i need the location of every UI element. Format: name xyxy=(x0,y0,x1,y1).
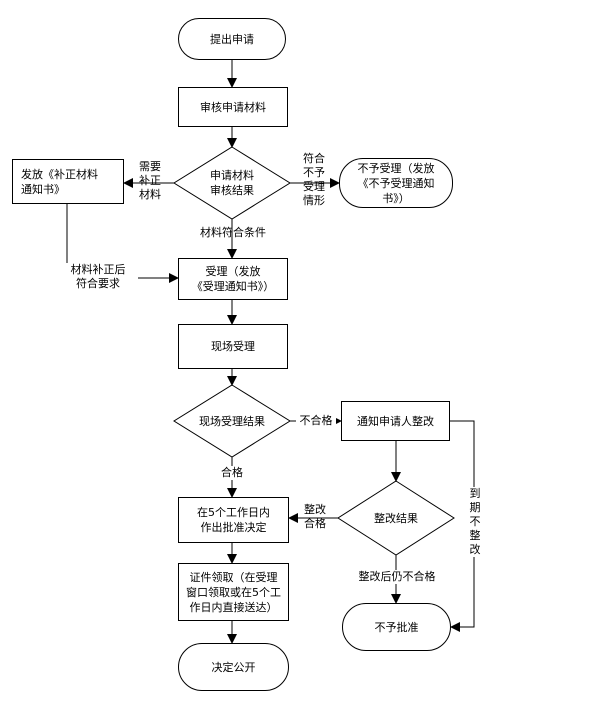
expired-edge-label: 到 期 不 整 改 xyxy=(467,487,483,557)
onsite-acceptance-box: 现场受理 xyxy=(178,324,288,369)
not-approve-label: 不予批准 xyxy=(374,620,419,634)
review-decision-label: 申请材料 审核结果 xyxy=(210,169,254,197)
supplement-notice-label: 发放《补正材料 通知书》 xyxy=(21,167,98,196)
approval-decision-box: 在5个工作日内 作出批准决定 xyxy=(178,497,289,543)
accept-label: 受理（发放 《受理通知书》） xyxy=(191,265,275,293)
unqualified-edge-label: 不合格 xyxy=(296,414,336,428)
publish-decision-terminal: 决定公开 xyxy=(178,643,289,691)
review-materials-box: 审核申请材料 xyxy=(178,87,288,127)
certificate-collection-box: 证件领取（在受理 窗口领取或在5个工 作日内直接送达） xyxy=(178,563,289,621)
reject-acceptance-label: 不予受理（发放 《不予受理通知 书》） xyxy=(357,161,435,205)
notify-rectify-label: 通知申请人整改 xyxy=(357,414,434,428)
need-supplement-edge-label: 需要 补正 材料 xyxy=(139,160,161,201)
approval-decision-label: 在5个工作日内 作出批准决定 xyxy=(197,506,270,534)
reject-acceptance-terminal: 不予受理（发放 《不予受理通知 书》） xyxy=(339,158,453,208)
publish-decision-label: 决定公开 xyxy=(211,660,256,674)
start-terminal: 提出申请 xyxy=(178,18,286,60)
rectify-ok-edge-label: 整改 合格 xyxy=(304,503,326,530)
not-approve-terminal: 不予批准 xyxy=(342,603,451,651)
supplement-notice-box: 发放《补正材料 通知书》 xyxy=(12,159,124,204)
certificate-collection-label: 证件领取（在受理 窗口领取或在5个工 作日内直接送达） xyxy=(186,570,281,614)
review-materials-label: 审核申请材料 xyxy=(200,100,266,114)
accept-box: 受理（发放 《受理通知书》） xyxy=(178,258,288,300)
onsite-acceptance-label: 现场受理 xyxy=(211,340,255,353)
not-qualified-case-edge-label: 符合 不予 受理 情形 xyxy=(303,152,325,207)
onsite-decision-label: 现场受理结果 xyxy=(199,415,265,428)
qualified-edge-label: 合格 xyxy=(212,466,252,480)
notify-rectify-box: 通知申请人整改 xyxy=(341,401,450,441)
still-unqualified-edge-label: 整改后仍不合格 xyxy=(350,570,444,584)
materials-ok-edge-label: 材料符合条件 xyxy=(200,226,266,239)
after-supplement-edge-label: 材料补正后 符合要求 xyxy=(58,263,138,291)
start-label: 提出申请 xyxy=(210,32,254,46)
rectify-decision-label: 整改结果 xyxy=(374,512,418,525)
